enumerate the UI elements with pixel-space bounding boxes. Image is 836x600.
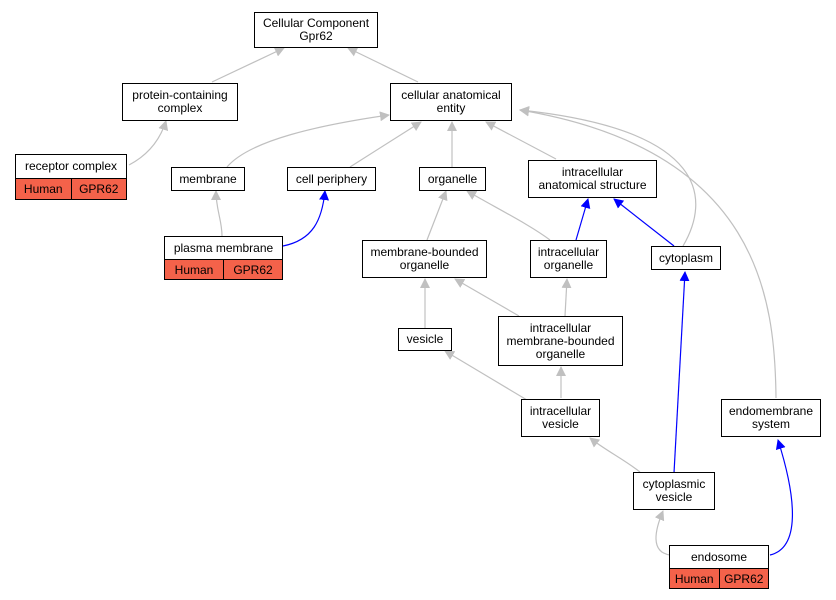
edge-membrane-to-anatomical-entity	[226, 111, 390, 168]
edge-intracellular-organelle-to-intracellular-structure	[575, 198, 591, 241]
node-intracellular-anatomical-structure[interactable]: intracellular anatomical structure	[528, 160, 657, 198]
edge-intracellular-vesicle-to-vesicle	[444, 350, 528, 401]
edge-cytoplasm-to-intracellular-structure	[613, 198, 675, 247]
annotation-receptor-complex: Human GPR62	[15, 178, 127, 200]
node-intracellular-membrane-bounded-organelle[interactable]: intracellular membrane-bounded organelle	[498, 316, 623, 366]
edge-cytoplasmic-vesicle-to-cytoplasm	[673, 271, 690, 474]
edge-endosome-to-endomembrane	[769, 439, 793, 556]
edge-cytoplasm-to-anatomical-entity	[519, 105, 697, 247]
node-cell-periphery[interactable]: cell periphery	[287, 167, 376, 191]
edge-anatomical-entity-to-root	[347, 47, 419, 83]
edge-membrane-bounded-to-organelle	[426, 190, 448, 241]
species-label: Human	[174, 262, 214, 277]
node-endomembrane-system[interactable]: endomembrane system	[721, 399, 821, 437]
node-organelle[interactable]: organelle	[419, 167, 486, 191]
annotation-plasma-membrane: Human GPR62	[164, 259, 283, 280]
node-intracellular-organelle[interactable]: intracellular organelle	[530, 240, 607, 278]
edge-cell-periphery-to-anatomical-entity	[349, 121, 422, 168]
species-label: Human	[674, 571, 714, 586]
edge-protein-complex-to-root	[211, 47, 285, 83]
node-cellular-anatomical-entity[interactable]: cellular anatomical entity	[390, 83, 512, 121]
gene-label: GPR62	[70, 179, 127, 199]
edge-receptor-complex-to-protein-complex	[128, 120, 169, 166]
edge-intracellular-organelle-to-organelle	[466, 190, 551, 241]
annotation-endosome: Human GPR62	[669, 568, 769, 589]
node-membrane[interactable]: membrane	[171, 167, 245, 191]
node-vesicle[interactable]: vesicle	[398, 328, 452, 351]
node-endosome[interactable]: endosome	[669, 545, 769, 569]
edge-endomembrane-to-anatomical-entity	[519, 106, 777, 399]
edge-cytoplasmic-vesicle-to-intracellular-vesicle	[589, 437, 641, 473]
node-receptor-complex[interactable]: receptor complex	[15, 154, 127, 179]
node-cytoplasm[interactable]: cytoplasm	[651, 246, 721, 270]
node-intracellular-vesicle[interactable]: intracellular vesicle	[521, 399, 600, 437]
node-cytoplasmic-vesicle[interactable]: cytoplasmic vesicle	[633, 472, 715, 510]
node-plasma-membrane[interactable]: plasma membrane	[164, 236, 283, 260]
gene-label: GPR62	[223, 260, 282, 279]
edge-plasma-membrane-to-membrane	[211, 190, 223, 237]
edge-intracellular-mbo-to-intracellular-organelle	[561, 278, 572, 317]
species-label: Human	[23, 182, 63, 196]
gene-label: GPR62	[718, 569, 769, 588]
node-protein-containing-complex[interactable]: protein-containing complex	[122, 83, 238, 121]
node-root[interactable]: Cellular Component Gpr62	[254, 12, 378, 48]
edge-intracellular-mbo-to-membrane-bounded	[454, 278, 520, 317]
edge-plasma-membrane-to-cell-periphery	[282, 190, 330, 247]
node-membrane-bounded-organelle[interactable]: membrane-bounded organelle	[362, 240, 487, 278]
edge-intracellular-structure-to-anatomical-entity	[485, 121, 557, 160]
edge-endosome-to-cytoplasmic-vesicle	[654, 510, 671, 556]
